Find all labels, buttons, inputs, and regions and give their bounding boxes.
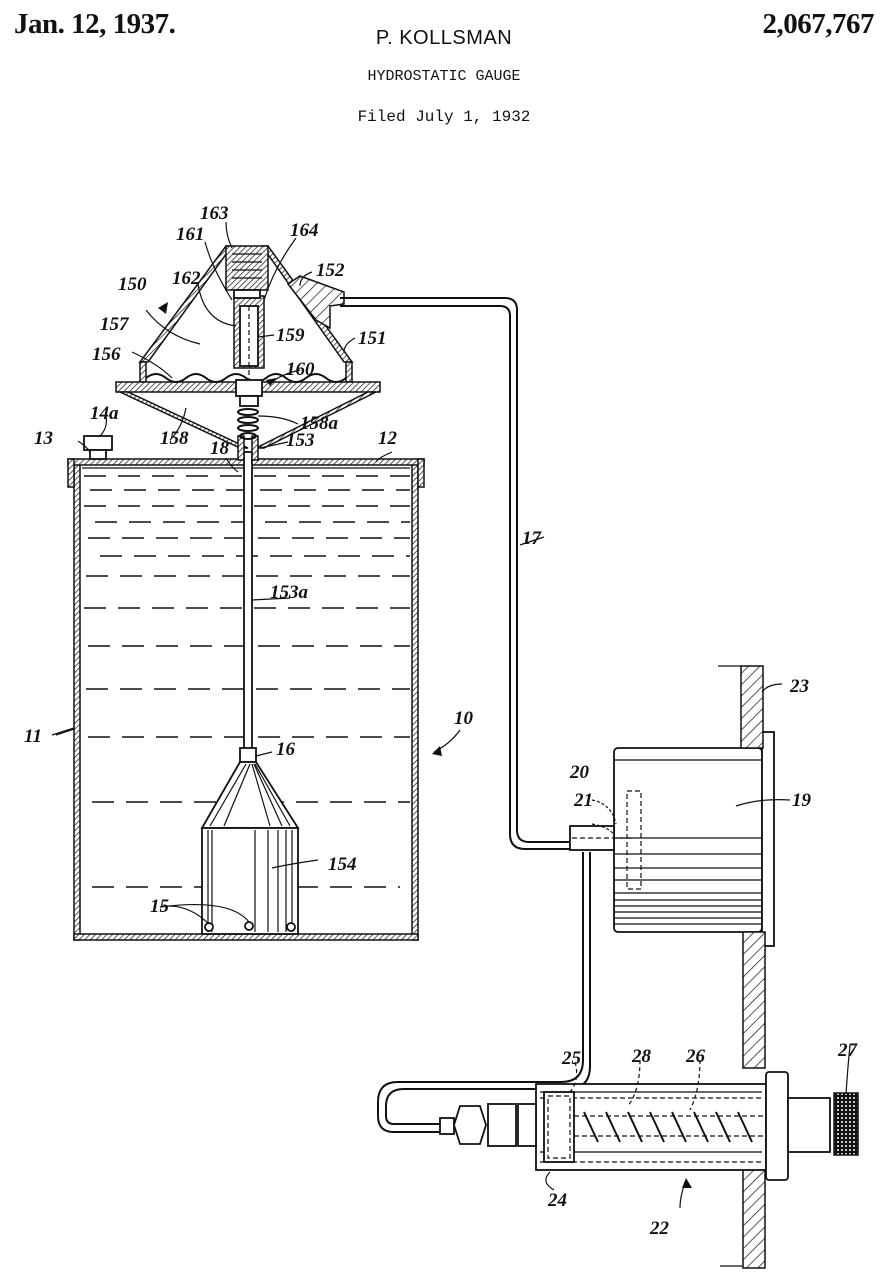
ref-162: 162 xyxy=(172,268,201,289)
arrow-10-icon xyxy=(432,746,442,756)
ref-24: 24 xyxy=(547,1190,567,1211)
filler-neck xyxy=(89,449,107,460)
ref-10: 10 xyxy=(454,708,474,729)
ref-150: 150 xyxy=(118,274,147,295)
lower-cone-left xyxy=(119,391,249,449)
ref-154: 154 xyxy=(328,854,357,875)
instrument-case xyxy=(613,747,763,933)
air-pump xyxy=(439,1071,859,1181)
ref-26: 26 xyxy=(685,1046,706,1067)
inventor-name: P. KOLLSMAN xyxy=(375,27,513,49)
ref-27: 27 xyxy=(837,1040,859,1061)
ref-17: 17 xyxy=(522,528,543,549)
panel-lower xyxy=(742,1157,766,1269)
ref-158a: 158a xyxy=(300,413,339,434)
ref-157: 157 xyxy=(100,314,130,335)
indicator-arrows xyxy=(158,302,692,1188)
panel-middle xyxy=(742,931,766,1069)
housing-left-side xyxy=(139,361,147,383)
spring xyxy=(237,408,259,440)
ref-15: 15 xyxy=(150,896,170,917)
ref-152: 152 xyxy=(316,260,345,281)
float-collar xyxy=(239,747,257,763)
pipe-fitting xyxy=(286,275,345,330)
pipe xyxy=(340,297,591,1133)
diaphragm-nut xyxy=(235,379,263,397)
patent-number: 2,067,767 xyxy=(762,8,875,40)
ref-18: 18 xyxy=(210,438,230,459)
arrow-150-icon xyxy=(158,302,168,314)
float-hole xyxy=(286,922,296,932)
ref-12: 12 xyxy=(378,428,398,449)
nipple-right xyxy=(251,435,259,461)
indicator-instrument xyxy=(569,731,775,947)
diaphragm xyxy=(145,373,347,383)
pump-shaft-housing xyxy=(787,1097,831,1153)
tank-bottom xyxy=(73,933,419,941)
ref-164: 164 xyxy=(290,220,319,241)
pump-bushing xyxy=(765,1071,789,1181)
pump-end-cap xyxy=(517,1103,537,1147)
filler-cap xyxy=(83,435,113,451)
ref-156: 156 xyxy=(92,344,121,365)
patent-title: HYDROSTATIC GAUGE xyxy=(367,68,521,85)
arrow-22-icon xyxy=(682,1178,692,1188)
float-hole xyxy=(244,921,254,931)
instrument-bezel xyxy=(761,731,775,947)
float-hole xyxy=(204,922,214,932)
ref-163: 163 xyxy=(200,203,229,224)
ref-158: 158 xyxy=(160,428,189,449)
ref-23: 23 xyxy=(789,676,809,697)
hex-nut xyxy=(453,1105,487,1145)
adjusting-plug xyxy=(225,245,269,291)
coupling xyxy=(487,1103,517,1147)
pump-spring xyxy=(583,1111,753,1143)
tank-right-wall xyxy=(411,461,419,941)
reference-numerals: 163 161 164 152 150 162 157 159 151 156 … xyxy=(24,203,859,1239)
ref-159: 159 xyxy=(276,325,305,346)
ref-19: 19 xyxy=(792,790,812,811)
ref-11: 11 xyxy=(24,726,42,747)
ref-25: 25 xyxy=(561,1048,582,1069)
ref-160: 160 xyxy=(286,359,315,380)
ref-16: 16 xyxy=(276,739,296,760)
ref-22: 22 xyxy=(649,1218,670,1239)
liquid-level-lines xyxy=(82,467,410,888)
housing-right-side xyxy=(345,361,353,383)
tank xyxy=(67,435,425,941)
ref-21: 21 xyxy=(573,790,593,811)
filing-date: Filed July 1, 1932 xyxy=(357,108,531,126)
nipple-left xyxy=(237,435,245,461)
float-stem xyxy=(243,451,253,753)
ref-14a: 14a xyxy=(90,403,119,424)
ref-153: 153 xyxy=(286,430,315,451)
ref-20: 20 xyxy=(569,762,590,783)
tank-left-wall xyxy=(73,461,81,941)
patent-date: Jan. 12, 1937. xyxy=(14,8,176,40)
float-cone xyxy=(200,761,300,829)
housing-left-slope xyxy=(138,245,234,363)
ref-151: 151 xyxy=(358,328,387,349)
ref-13: 13 xyxy=(34,428,53,449)
arrow-160-icon xyxy=(266,378,276,386)
lid-flange-left xyxy=(67,458,75,488)
diaphragm-unit xyxy=(115,245,381,461)
leader-lines xyxy=(51,221,851,1209)
pump-piston xyxy=(543,1091,575,1163)
ref-161: 161 xyxy=(176,224,205,245)
pump-knob xyxy=(833,1092,859,1156)
float-body xyxy=(201,827,299,935)
ref-28: 28 xyxy=(631,1046,652,1067)
ref-153a: 153a xyxy=(270,582,309,603)
panel-upper xyxy=(740,665,764,749)
lid-flange-right xyxy=(417,458,425,488)
